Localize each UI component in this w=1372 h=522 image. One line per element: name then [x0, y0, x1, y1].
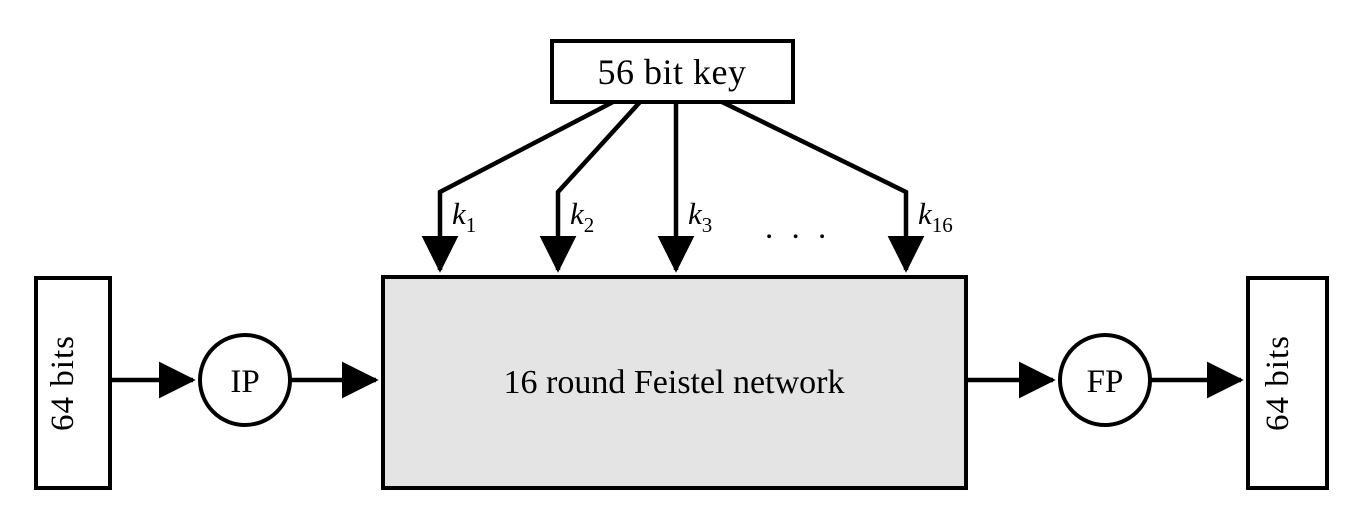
initial-permutation-label: IP [230, 364, 259, 400]
feistel-block-label: 16 round Feistel network [504, 364, 845, 401]
key-block-label: 56 bit key [598, 52, 747, 92]
connector-key-to-round-2 [539, 100, 642, 273]
connector-key-to-round-16 [721, 99, 925, 273]
input-block-label: 64 bits [45, 335, 81, 431]
key-block-rect [550, 39, 795, 104]
round-key-label-16: k16 [918, 196, 953, 237]
input-block-rect [34, 276, 112, 490]
round-key-label-3: k3 [688, 196, 712, 237]
round-key-sub-1: 1 [466, 213, 477, 237]
feistel-block-rect [381, 275, 968, 490]
round-key-sub-16: 16 [932, 213, 953, 237]
round-key-label-2: k2 [570, 196, 594, 237]
round-key-sub-3: 3 [702, 213, 713, 237]
round-key-base-2: k [570, 196, 585, 231]
connector-key-to-round-1 [421, 100, 615, 273]
output-block-rect [1246, 276, 1329, 490]
round-key-ellipsis: . . . [765, 210, 831, 246]
final-permutation-label: FP [1087, 364, 1124, 400]
round-key-label-1: k1 [452, 196, 476, 237]
output-block-label: 64 bits [1260, 335, 1296, 431]
round-key-base-16: k [918, 196, 933, 231]
round-key-base-1: k [452, 196, 467, 231]
round-key-base-3: k [688, 196, 703, 231]
round-key-sub-2: 2 [584, 213, 595, 237]
